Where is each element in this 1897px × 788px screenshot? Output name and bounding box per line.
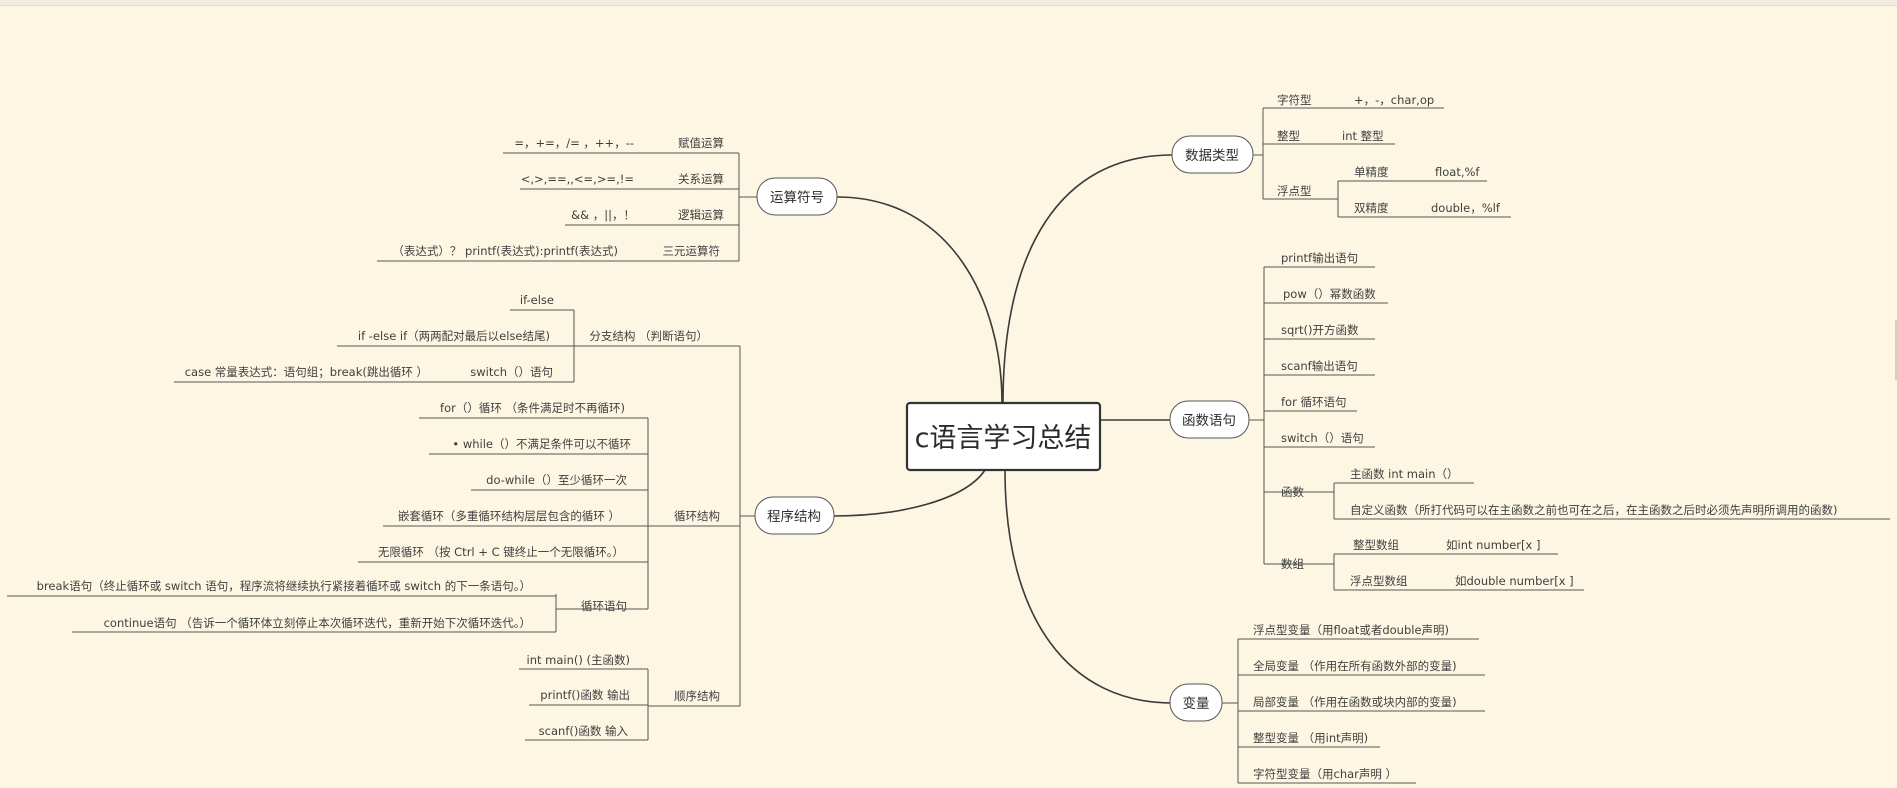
datatypes-links bbox=[1253, 107, 1511, 218]
loops-label: 循环结构 bbox=[674, 509, 720, 523]
operators-links bbox=[377, 152, 757, 262]
branching-if-else: if-else bbox=[520, 293, 554, 307]
connector-root-program bbox=[833, 469, 986, 517]
var-local: 局部变量 （作用在函数或块内部的变量) bbox=[1253, 695, 1457, 709]
branch-variables[interactable]: 变量 bbox=[1169, 683, 1223, 722]
branch-functions-label: 函数语句 bbox=[1182, 413, 1236, 429]
branching-if-else-if: if -else if（两两配对最后以else结尾) bbox=[358, 329, 550, 343]
op-logical: 逻辑运算 bbox=[678, 208, 724, 222]
variables-items: 浮点型变量（用float或者double声明) 全局变量 （作用在所有函数外部的… bbox=[1253, 623, 1457, 781]
fn-switch: switch（）语句 bbox=[1281, 431, 1364, 445]
branch-operators-label: 运算符号 bbox=[770, 190, 824, 206]
loop-break: break语句（终止循环或 switch 语句，程序流将继续执行紧接着循环或 s… bbox=[37, 579, 531, 593]
op-relational: 关系运算 bbox=[678, 172, 724, 186]
dt-int: 整型 bbox=[1277, 129, 1300, 143]
fn-array-float-detail: 如double number[x ] bbox=[1455, 574, 1574, 588]
op-assign-detail: =，+=，/= ，++，-- bbox=[514, 136, 634, 150]
connector-root-variables bbox=[1004, 469, 1173, 704]
fn-array-float: 浮点型数组 bbox=[1350, 574, 1408, 588]
operators-items: 赋值运算 =，+=，/= ，++，-- 关系运算 <,>,==,,<=,>=,!… bbox=[392, 136, 724, 258]
connector-root-datatypes bbox=[1002, 154, 1173, 404]
op-assign: 赋值运算 bbox=[678, 136, 724, 150]
var-global: 全局变量 （作用在所有函数外部的变量) bbox=[1253, 659, 1457, 673]
var-float: 浮点型变量（用float或者double声明) bbox=[1253, 623, 1449, 637]
branch-datatypes-label: 数据类型 bbox=[1185, 148, 1239, 164]
sequence-label: 顺序结构 bbox=[674, 689, 720, 703]
fn-function-label: 函数 bbox=[1281, 485, 1304, 499]
root-title: c语言学习总结 bbox=[915, 423, 1092, 454]
loop-continue: continue语句 （告诉一个循环体立刻停止本次循环迭代，重新开始下次循环迭代… bbox=[104, 616, 531, 630]
fn-custom: 自定义函数（所打代码可以在主函数之前也可在之后，在主函数之后时必须先声明所调用的… bbox=[1350, 503, 1837, 517]
datatypes-items: 字符型 +，-，char,op 整型 int 整型 浮点型 单精度 float,… bbox=[1277, 93, 1501, 215]
dt-float: 浮点型 bbox=[1277, 184, 1312, 198]
branch-functions[interactable]: 函数语句 bbox=[1169, 400, 1250, 439]
top-bar bbox=[0, 0, 1897, 6]
branching-switch-detail: case 常量表达式：语句组；break(跳出循环 ） bbox=[185, 365, 428, 379]
branch-program-structure[interactable]: 程序结构 bbox=[754, 496, 835, 535]
scroll-edge[interactable] bbox=[1895, 320, 1897, 380]
seq-main: int main() (主函数) bbox=[527, 653, 630, 667]
fn-sqrt: sqrt()开方函数 bbox=[1281, 323, 1359, 337]
seq-scanf: scanf()函数 输入 bbox=[539, 724, 629, 738]
fn-for: for 循环语句 bbox=[1281, 395, 1346, 409]
var-int: 整型变量 （用int声明) bbox=[1253, 731, 1368, 745]
dt-int-detail: int 整型 bbox=[1342, 129, 1384, 143]
fn-scanf: scanf输出语句 bbox=[1281, 359, 1358, 373]
functions-links bbox=[1249, 266, 1890, 591]
fn-pow: pow（）幂数函数 bbox=[1283, 287, 1376, 301]
op-logical-detail: && ，||，！ bbox=[571, 208, 635, 222]
fn-array-int: 整型数组 bbox=[1353, 538, 1399, 552]
fn-printf: printf输出语句 bbox=[1281, 251, 1358, 265]
loop-infinite: 无限循环 （按 Ctrl + C 键终止一个无限循环。） bbox=[378, 545, 624, 559]
dt-char-detail: +，-，char,op bbox=[1354, 93, 1434, 107]
root-connectors bbox=[833, 154, 1173, 704]
loop-while: • while（）不满足条件可以不循环 bbox=[452, 437, 631, 451]
op-ternary: 三元运算符 bbox=[663, 244, 721, 258]
dt-float-double-detail: double，%lf bbox=[1431, 201, 1501, 215]
root-node[interactable]: c语言学习总结 bbox=[905, 401, 1102, 472]
seq-printf: printf()函数 输出 bbox=[540, 688, 630, 702]
dt-float-single: 单精度 bbox=[1354, 165, 1389, 179]
loop-do-while: do-while（）至少循环一次 bbox=[486, 473, 627, 487]
functions-items: printf输出语句 pow（）幂数函数 sqrt()开方函数 scanf输出语… bbox=[1281, 251, 1837, 588]
branch-data-types[interactable]: 数据类型 bbox=[1171, 135, 1254, 174]
variables-links bbox=[1222, 638, 1485, 784]
branching-switch: switch（）语句 bbox=[470, 365, 553, 379]
program-items: 分支结构 （判断语句） if-else if -else if（两两配对最后以e… bbox=[37, 293, 720, 738]
loop-nested: 嵌套循环（多重循环结构层层包含的循环 ） bbox=[398, 509, 620, 523]
loop-for: for（）循环 （条件满足时不再循环) bbox=[440, 401, 625, 415]
op-ternary-detail: （表达式）？ printf(表达式):printf(表达式) bbox=[392, 244, 618, 258]
connector-root-operators bbox=[836, 196, 1003, 404]
dt-char: 字符型 bbox=[1277, 93, 1312, 107]
fn-array-label: 数组 bbox=[1281, 557, 1304, 571]
dt-float-double: 双精度 bbox=[1354, 201, 1389, 215]
branch-variables-label: 变量 bbox=[1183, 696, 1210, 712]
fn-main: 主函数 int main（） bbox=[1350, 467, 1459, 481]
program-links bbox=[7, 309, 755, 741]
op-relational-detail: <,>,==,,<=,>=,!= bbox=[521, 172, 634, 186]
dt-float-single-detail: float,%f bbox=[1435, 165, 1480, 179]
loop-statements-label: 循环语句 bbox=[581, 599, 627, 613]
branch-program-label: 程序结构 bbox=[767, 509, 821, 525]
branch-operators[interactable]: 运算符号 bbox=[756, 177, 838, 216]
branching-label: 分支结构 （判断语句） bbox=[589, 329, 708, 343]
fn-array-int-detail: 如int number[x ] bbox=[1446, 538, 1540, 552]
var-char: 字符型变量（用char声明 ） bbox=[1253, 767, 1397, 781]
